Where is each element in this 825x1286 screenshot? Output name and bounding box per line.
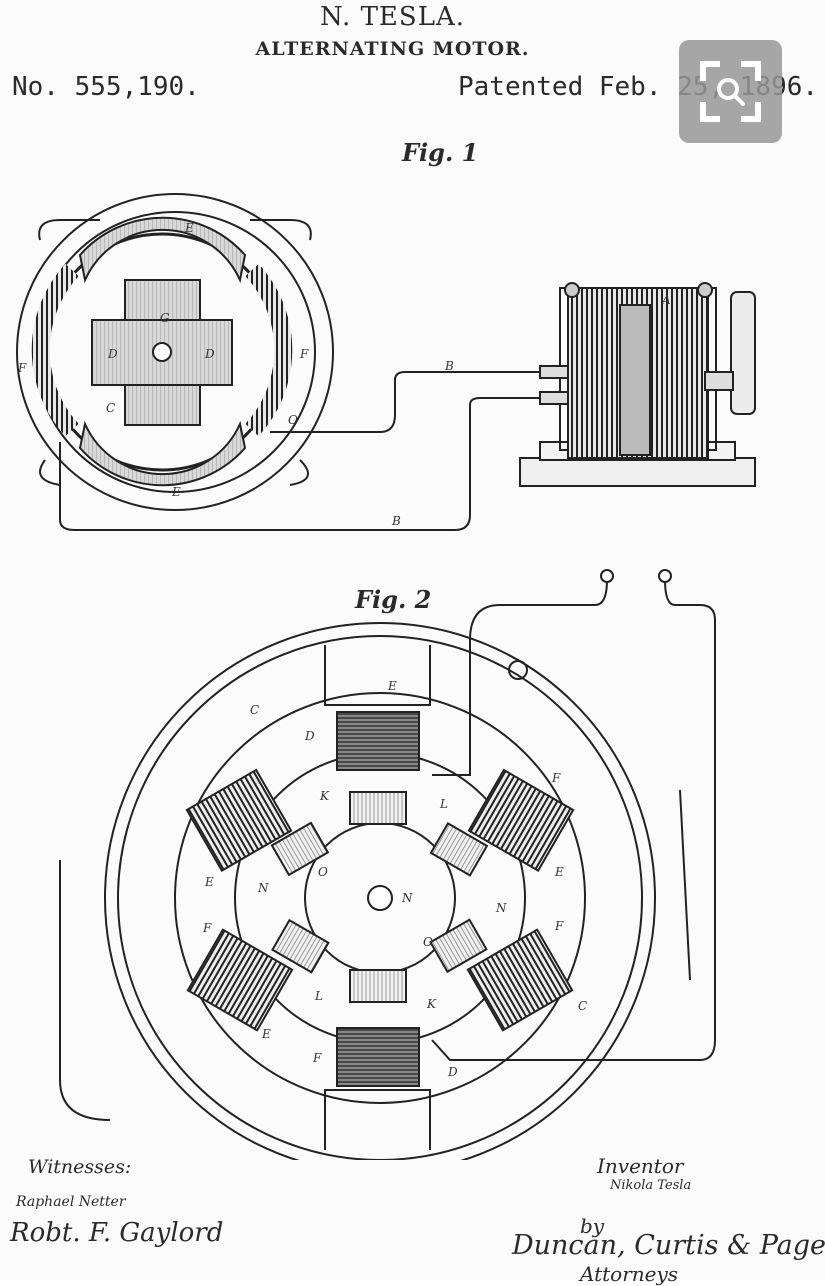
fig1-letter-b-bottom: B: [391, 514, 401, 528]
inventor-signature: Nikola Tesla: [610, 1178, 692, 1193]
fig2-letter-o-left: O: [318, 865, 328, 879]
fig1-letter-o: O: [288, 413, 298, 427]
patent-title: ALTERNATING MOTOR.: [255, 38, 530, 60]
fig2-label: Fig. 2: [355, 585, 432, 614]
fig1-letter-d-left: D: [107, 347, 118, 361]
patent-number: No. 555,190.: [12, 72, 200, 102]
fig2-letter-c-right: C: [578, 999, 587, 1013]
fig1-letters: G D D E E F F C O A B B: [17, 221, 671, 528]
attorneys-signature: Duncan, Curtis & Page: [512, 1230, 825, 1261]
witnesses-label: Witnesses:: [28, 1156, 132, 1178]
fig2-letter-n-left: N: [257, 881, 269, 895]
fig2-letter-n-center: N: [401, 891, 413, 905]
fig2-letters: C C E E E E F F F F D D K K L L N O O N …: [202, 679, 587, 1079]
fig2-letter-l-bottom: L: [314, 989, 323, 1003]
fig1-letter-e-top: E: [184, 221, 194, 235]
fig1-letter-d-right: D: [204, 347, 215, 361]
fig2-letter-d-top: D: [304, 729, 315, 743]
fig2-letter-c-top: C: [250, 703, 259, 717]
fig1-generator: [519, 282, 756, 487]
inventor-name: N. TESLA.: [319, 2, 466, 32]
fig2-letter-f-right2: F: [554, 919, 564, 933]
fig2-letter-e-left: E: [204, 875, 214, 889]
fig1-letter-f-left: F: [17, 361, 27, 375]
fig1-letter-f-right: F: [299, 347, 309, 361]
fig1-letter-e-bottom: E: [171, 485, 181, 499]
fig2-letter-o-right: O: [423, 935, 433, 949]
fig2-letter-f-bottom: F: [312, 1051, 322, 1065]
attorneys-label: Attorneys: [580, 1262, 679, 1286]
witness-signature-1: Raphael Netter: [16, 1194, 126, 1210]
by-label: by: [580, 1214, 605, 1238]
fig1-motor: [16, 193, 540, 531]
fig2-letter-d-bottom: D: [447, 1065, 458, 1079]
fig2-letter-k-top: K: [319, 789, 330, 803]
fig1-letter-c: C: [106, 401, 115, 415]
fig2-letter-f-left: F: [202, 921, 212, 935]
fig2-letter-l-top: L: [439, 797, 448, 811]
fig2-letter-f-right: F: [551, 771, 561, 785]
fig1-letter-g: G: [160, 311, 170, 325]
fig2-letter-e-top: E: [387, 679, 397, 693]
zoom-button[interactable]: [679, 40, 782, 143]
witness-signature-2: Robt. F. Gaylord: [10, 1218, 224, 1248]
inventor-label: Inventor: [597, 1154, 684, 1178]
fig2-letter-n-right: N: [495, 901, 507, 915]
fig2-letter-e-right: E: [554, 865, 564, 879]
fig1-letter-b-top: B: [444, 359, 454, 373]
fig1-letter-a: A: [661, 293, 671, 307]
fig1-drawing: G D D E E F F C O A B B: [16, 193, 756, 531]
fig2-letter-k-bottom: K: [426, 997, 437, 1011]
fig2-drawing: C C E E E E F F F F D D K K L L N O O N …: [59, 569, 716, 1160]
fig2-letter-e-bottom: E: [261, 1027, 271, 1041]
fig1-label: Fig. 1: [402, 138, 479, 167]
expand-zoom-icon: [700, 61, 761, 122]
